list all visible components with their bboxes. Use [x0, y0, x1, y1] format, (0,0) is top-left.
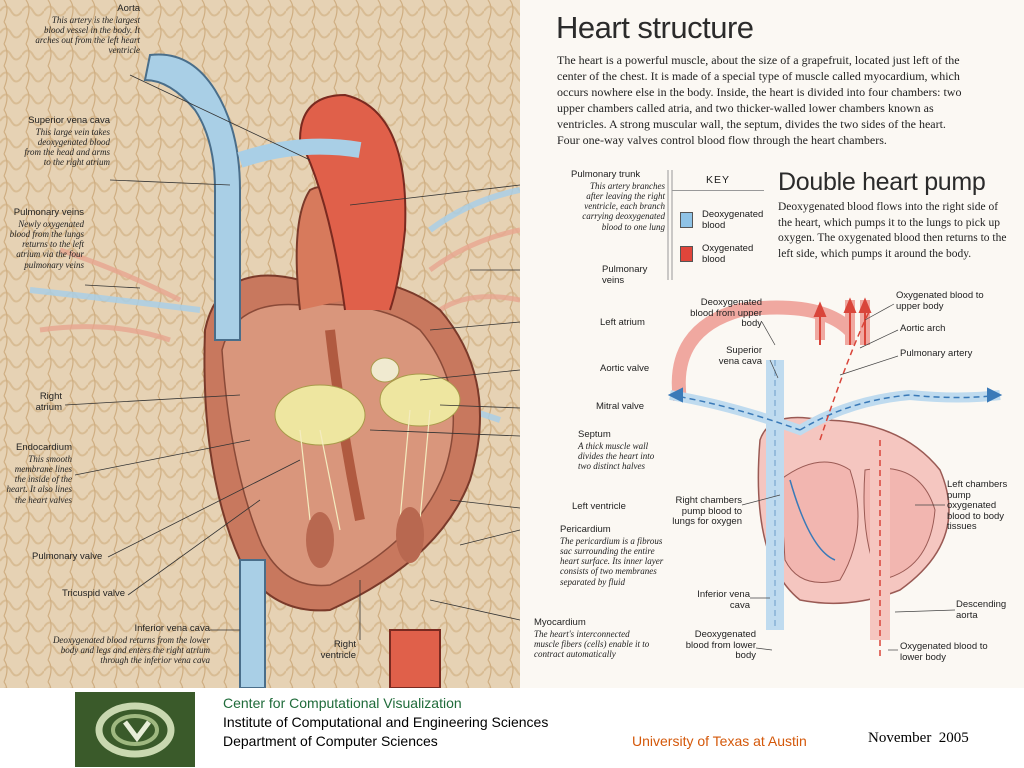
- label-mitral-valve: Mitral valve: [596, 401, 645, 413]
- pump-svc-text: Superior vena cava: [718, 345, 762, 367]
- footer-date: November 2005: [868, 730, 969, 746]
- pump-desc-aorta-text: Descending aorta: [956, 599, 1007, 621]
- pump-label-ivc: Inferior vena cava: [684, 589, 750, 611]
- heart-structure-paragraph: The heart is a powerful muscle, about th…: [557, 53, 962, 147]
- pump-pulm-artery-text: Pulmonary artery: [900, 348, 973, 359]
- pump-ivc-text: Inferior vena cava: [697, 589, 750, 611]
- pump-oxy-upper-text: Oxygenated blood to upper body: [896, 290, 984, 312]
- ccv-logo-icon: [75, 692, 195, 767]
- left-page: Aorta This artery is the largest blood v…: [0, 0, 520, 688]
- pump-label-deoxy-lower: Deoxygenated blood from lower body: [684, 629, 756, 662]
- label-ptrunk-desc: This artery branches after leaving the r…: [582, 180, 665, 232]
- deoxygenated-swatch: [680, 212, 693, 228]
- textbook-scan: Aorta This artery is the largest blood v…: [0, 0, 1024, 688]
- label-endo-desc: This smooth membrane lines the inside of…: [6, 453, 73, 505]
- label-tricuspid-valve: Tricuspid valve: [62, 588, 126, 600]
- label-endo-title: Endocardium: [16, 442, 72, 453]
- pump-label-pulm-artery: Pulmonary artery: [900, 348, 973, 360]
- footer-institute: Institute of Computational and Engineeri…: [223, 714, 549, 730]
- color-key: KEY Deoxygenated blood Oxygenated blood: [672, 172, 764, 278]
- label-ivc-desc: Deoxygenated blood returns from the lowe…: [52, 634, 210, 666]
- label-peri-desc: The pericardium is a fibrous sac surroun…: [560, 535, 664, 587]
- footer-center-name: Center for Computational Visualization: [223, 695, 462, 711]
- pump-label-aortic-arch: Aortic arch: [900, 323, 946, 335]
- footer-university: University of Texas at Austin: [632, 733, 807, 749]
- key-oxygenated-label: Oxygenated blood: [702, 243, 754, 265]
- label-svc-title: Superior vena cava: [28, 115, 110, 126]
- label-myo-title: Myocardium: [534, 617, 586, 628]
- label-pulmonary-trunk: Pulmonary trunk This artery branches aft…: [571, 169, 671, 232]
- label-la-title: Left atrium: [600, 317, 645, 328]
- ccv-logo: [75, 692, 195, 767]
- key-heading: KEY: [672, 174, 764, 191]
- label-aorta-title: Aorta: [117, 3, 140, 14]
- label-left-atrium: Left atrium: [600, 317, 645, 329]
- label-aortic-valve: Aortic valve: [600, 363, 650, 375]
- pump-label-deoxy-upper: Deoxygenated blood from upper body: [678, 297, 762, 330]
- label-lv-title: Left ventricle: [572, 501, 626, 512]
- pump-label-desc-aorta: Descending aorta: [956, 599, 1012, 621]
- label-septum-title: Septum: [578, 429, 611, 440]
- key-deoxygenated-label: Deoxygenated blood: [702, 209, 764, 231]
- double-pump-paragraph: Deoxygenated blood flows into the right …: [778, 201, 1007, 260]
- pump-right-chambers-text: Right chambers pump blood to lungs for o…: [672, 495, 742, 527]
- footer-department: Department of Computer Sciences: [223, 733, 438, 749]
- label-pericardium: Pericardium The pericardium is a fibrous…: [560, 524, 670, 587]
- label-ptrunk-title: Pulmonary trunk: [571, 169, 641, 180]
- pump-oxy-lower-text: Oxygenated blood to lower body: [900, 641, 988, 663]
- label-aorta: Aorta This artery is the largest blood v…: [32, 3, 140, 56]
- heart-anatomy-illustration: [0, 0, 520, 688]
- label-septum: Septum A thick muscle wall divides the h…: [578, 429, 662, 472]
- heart-structure-title: Heart structure: [556, 10, 754, 45]
- label-aorta-desc: This artery is the largest blood vessel …: [35, 14, 140, 56]
- label-pulmonary-veins-left: Pulmonary veins Newly oxygenated blood f…: [6, 207, 84, 270]
- label-septum-desc: A thick muscle wall divides the heart in…: [578, 440, 655, 472]
- label-endocardium: Endocardium This smooth membrane lines t…: [6, 442, 73, 505]
- label-left-ventricle: Left ventricle: [572, 501, 626, 513]
- pump-aortic-arch-text: Aortic arch: [900, 323, 946, 334]
- label-pvalve-title: Pulmonary valve: [32, 551, 103, 562]
- label-aortic-valve-title: Aortic valve: [600, 363, 650, 374]
- label-myo-desc: The heart's interconnected muscle fibers…: [534, 628, 650, 660]
- pump-label-oxy-lower: Oxygenated blood to lower body: [900, 641, 996, 663]
- label-ra-title: Right atrium: [35, 391, 62, 413]
- label-peri-title: Pericardium: [560, 524, 611, 535]
- label-right-ventricle: Right ventricle: [318, 639, 356, 661]
- label-rv-title: Right ventricle: [320, 639, 356, 661]
- label-svc-desc: This large vein takes deoxygenated blood…: [24, 126, 110, 168]
- label-right-atrium: Right atrium: [26, 391, 62, 413]
- label-superior-vena-cava: Superior vena cava This large vein takes…: [22, 115, 110, 168]
- pump-label-right-chambers: Right chambers pump blood to lungs for o…: [670, 495, 742, 528]
- label-mitral-title: Mitral valve: [596, 401, 645, 412]
- double-pump-diagram: [667, 170, 1003, 660]
- label-pulmonary-valve: Pulmonary valve: [32, 551, 103, 563]
- label-pulmonary-veins-right: Pulmonary veins: [602, 264, 658, 286]
- label-tricuspid-title: Tricuspid valve: [62, 588, 126, 599]
- pump-label-oxy-upper: Oxygenated blood to upper body: [896, 290, 984, 312]
- pump-deoxy-lower-text: Deoxygenated blood from lower body: [685, 629, 756, 661]
- label-myocardium: Myocardium The heart's interconnected mu…: [534, 617, 654, 660]
- pump-label-left-chambers: Left chambers pump oxygenated blood to b…: [947, 479, 1019, 533]
- pump-deoxy-upper-text: Deoxygenated blood from upper body: [690, 297, 762, 329]
- label-pv-right-title: Pulmonary veins: [602, 264, 648, 286]
- oxygenated-swatch: [680, 246, 693, 262]
- double-pump-title: Double heart pump: [778, 168, 986, 196]
- slide-footer: Center for Computational Visualization I…: [0, 688, 1024, 768]
- label-inferior-vena-cava: Inferior vena cava Deoxygenated blood re…: [40, 623, 210, 666]
- pump-left-chambers-text: Left chambers pump oxygenated blood to b…: [947, 479, 1008, 532]
- label-ivc-title: Inferior vena cava: [134, 623, 210, 634]
- label-pv-title: Pulmonary veins: [13, 207, 84, 218]
- pump-label-svc: Superior vena cava: [710, 345, 762, 367]
- label-pv-desc: Newly oxygenated blood from the lungs re…: [9, 218, 84, 270]
- right-page: KEY Deoxygenated blood Oxygenated blood …: [520, 0, 1024, 688]
